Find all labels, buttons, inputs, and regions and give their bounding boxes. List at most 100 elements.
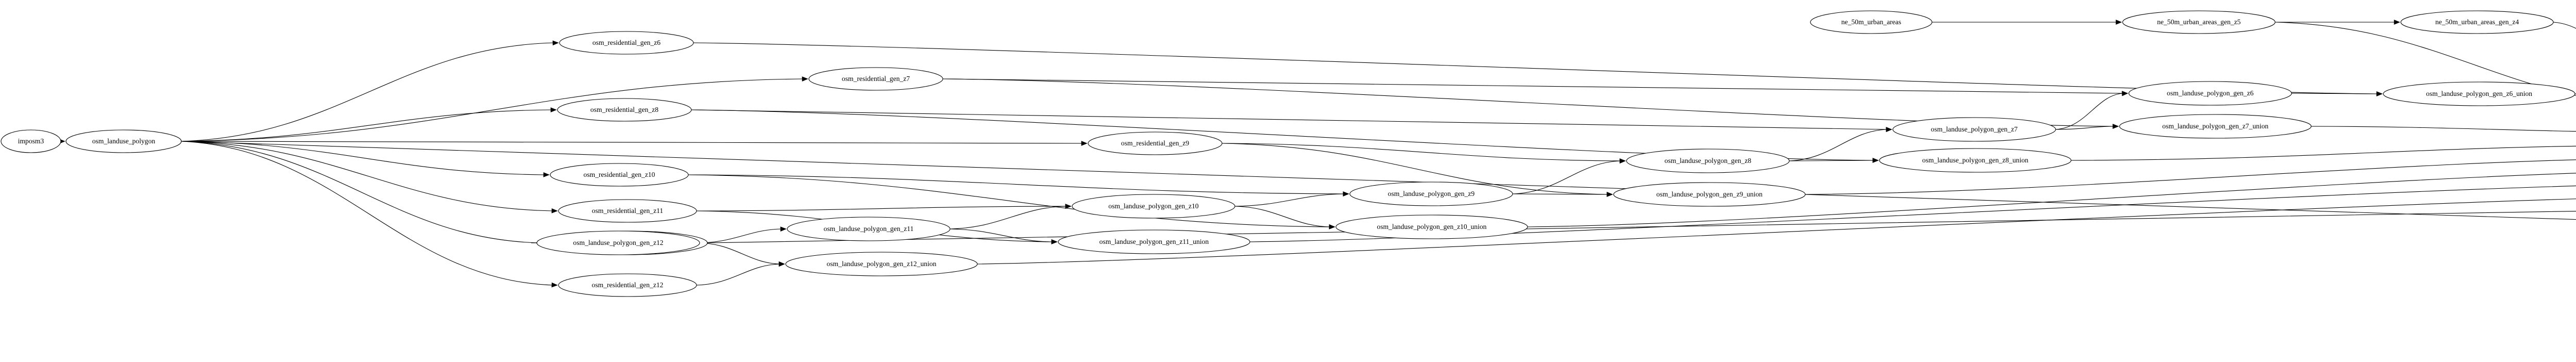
edge-osm_landuse_polygon_gen_z10_union-to-layer_landuse-z10: [1527, 173, 2576, 227]
edge-osm_residential_gen_z12-to-osm_landuse_polygon_gen_z12_union: [696, 264, 781, 286]
node-shape-ellipse: [808, 67, 943, 91]
node-osm_landuse_polygon_gen_z8[interactable]: osm_landuse_polygon_gen_z8: [1626, 149, 1790, 173]
node-label-osm_landuse_polygon_gen_z12: osm_landuse_polygon_gen_z12: [573, 239, 663, 246]
node-osm_landuse_polygon[interactable]: osm_landuse_polygon: [65, 129, 182, 153]
edge-osm_landuse_polygon-to-osm_residential_gen_z11: [181, 141, 553, 211]
node-osm_landuse_polygon_gen_z9[interactable]: osm_landuse_polygon_gen_z9: [1349, 182, 1513, 206]
node-osm_landuse_polygon_gen_z10[interactable]: osm_landuse_polygon_gen_z10: [1072, 194, 1235, 219]
node-shape-ellipse: [1088, 131, 1223, 155]
edge-arrowhead: [551, 208, 558, 213]
node-label-osm_landuse_polygon_gen_z7_union: osm_landuse_polygon_gen_z7_union: [2162, 122, 2268, 130]
edge-arrowhead: [551, 282, 558, 288]
node-label-osm_residential_gen_z7: osm_residential_gen_z7: [842, 75, 910, 83]
node-osm_residential_gen_z11[interactable]: osm_residential_gen_z11: [558, 199, 697, 223]
edge-arrowhead: [802, 76, 808, 81]
edge-arrowhead: [778, 261, 785, 267]
node-imposm3[interactable]: imposm3: [1, 129, 61, 153]
node-label-osm_landuse_polygon_gen_z9: osm_landuse_polygon_gen_z9: [1388, 190, 1475, 198]
edge-ne_50m_urban_areas_gen_z4-to-layer_landuse-z4: [2553, 22, 2576, 29]
edge-osm_landuse_polygon_gen_z11-to-osm_landuse_polygon_gen_z10: [950, 206, 1067, 229]
edge-osm_landuse_polygon-to-osm_landuse_polygon_gen_z13: [181, 141, 539, 243]
node-osm_landuse_polygon_gen_z12[interactable]: osm_landuse_polygon_gen_z12: [536, 231, 700, 255]
node-shape-ellipse: [550, 163, 689, 187]
node-osm_residential_gen_z10[interactable]: osm_residential_gen_z10: [550, 163, 689, 187]
edge-osm_landuse_polygon_gen_z12_union-to-layer_landuse-z12: [977, 199, 2576, 265]
node-osm_residential_gen_z9[interactable]: osm_residential_gen_z9: [1088, 131, 1223, 155]
edge-arrowhead: [1081, 141, 1088, 146]
edge-osm_landuse_polygon_gen_z10-to-osm_landuse_polygon_gen_z10_union: [1234, 206, 1331, 227]
node-shape-ellipse: [558, 273, 697, 297]
node-osm_landuse_polygon_gen_z11_union[interactable]: osm_landuse_polygon_gen_z11_union: [1058, 229, 1250, 254]
node-label-osm_landuse_polygon_gen_z6_union: osm_landuse_polygon_gen_z6_union: [2426, 90, 2532, 97]
node-label-osm_landuse_polygon_gen_z7: osm_landuse_polygon_gen_z7: [1931, 125, 2018, 133]
node-shape-ellipse: [557, 98, 692, 122]
node-label-osm_landuse_polygon_gen_z6: osm_landuse_polygon_gen_z6: [2167, 89, 2254, 97]
edge-osm_landuse_polygon_gen_z13-to-layer_landuse-z13: [707, 210, 2576, 243]
edge-arrowhead: [1886, 127, 1892, 132]
node-shape-ellipse: [1, 129, 61, 153]
edge-arrowhead: [1343, 191, 1349, 196]
node-label-osm_residential_gen_z10: osm_residential_gen_z10: [584, 171, 655, 178]
node-ne_50m_urban_areas_gen_z4[interactable]: ne_50m_urban_areas_gen_z4: [2400, 10, 2554, 34]
edge-arrowhead: [552, 40, 559, 46]
node-label-osm_residential_gen_z6: osm_residential_gen_z6: [592, 39, 660, 46]
edge-osm_landuse_polygon_gen_z11-to-osm_landuse_polygon_gen_z11_union: [950, 228, 1053, 242]
node-label-osm_landuse_polygon_gen_z9_union: osm_landuse_polygon_gen_z9_union: [1656, 190, 1762, 198]
node-shape-ellipse: [785, 252, 978, 276]
node-shape-ellipse: [2128, 81, 2292, 106]
edge-arrowhead: [550, 107, 557, 112]
node-label-osm_landuse_polygon_gen_z12_union: osm_landuse_polygon_gen_z12_union: [827, 260, 937, 268]
edge-osm_landuse_polygon_gen_z7_union-to-layer_landuse-z7: [2311, 126, 2576, 132]
edge-arrowhead: [1606, 192, 1613, 197]
node-osm_residential_gen_z7[interactable]: osm_residential_gen_z7: [808, 67, 943, 91]
node-label-osm_landuse_polygon_gen_z11_union: osm_landuse_polygon_gen_z11_union: [1099, 238, 1209, 245]
node-shape-ellipse: [787, 217, 951, 241]
edge-arrowhead: [1619, 158, 1626, 163]
edge-osm_landuse_polygon_gen_z8_union-to-layer_landuse-z8: [2071, 145, 2576, 161]
edge-arrowhead: [1329, 224, 1335, 229]
node-label-osm_landuse_polygon_gen_z10: osm_landuse_polygon_gen_z10: [1108, 202, 1198, 210]
node-osm_landuse_polygon_gen_z7_union[interactable]: osm_landuse_polygon_gen_z7_union: [2119, 114, 2312, 139]
edge-osm_landuse_polygon_gen_z7-to-osm_landuse_polygon_gen_z6: [2055, 93, 2124, 130]
edge-arrowhead: [780, 226, 787, 232]
edge-arrowhead: [2376, 91, 2383, 96]
node-shape-ellipse: [1072, 194, 1235, 219]
node-ne_50m_urban_areas[interactable]: ne_50m_urban_areas: [1810, 10, 1933, 34]
node-osm_residential_gen_z8[interactable]: osm_residential_gen_z8: [557, 98, 692, 122]
edge-osm_residential_gen_z10-to-osm_landuse_polygon_gen_z9: [688, 174, 1345, 194]
node-osm_landuse_polygon_gen_z11[interactable]: osm_landuse_polygon_gen_z11: [787, 217, 951, 241]
node-shape-ellipse: [2122, 10, 2276, 34]
node-osm_landuse_polygon_gen_z7[interactable]: osm_landuse_polygon_gen_z7: [1892, 117, 2056, 142]
node-osm_residential_gen_z6[interactable]: osm_residential_gen_z6: [559, 31, 694, 55]
edge-osm_landuse_polygon_gen_z8-to-osm_landuse_polygon_gen_z7: [1789, 129, 1888, 161]
edge-osm_residential_gen_z9-to-osm_landuse_polygon_gen_z8: [1222, 143, 1621, 161]
edge-arrowhead: [1051, 239, 1058, 244]
node-ne_50m_urban_areas_gen_z5[interactable]: ne_50m_urban_areas_gen_z5: [2122, 10, 2276, 34]
edge-layer: [59, 20, 2576, 288]
node-label-osm_landuse_polygon: osm_landuse_polygon: [92, 137, 156, 145]
edge-ne_50m_urban_areas_gen_z5-to-layer_landuse-z5: [2275, 22, 2576, 96]
edge-osm_landuse_polygon-to-osm_residential_gen_z6: [181, 42, 554, 142]
edge-arrowhead: [543, 172, 550, 177]
node-osm_landuse_polygon_gen_z9_union[interactable]: osm_landuse_polygon_gen_z9_union: [1613, 182, 1806, 207]
node-osm_landuse_polygon_gen_z12_union[interactable]: osm_landuse_polygon_gen_z12_union: [785, 252, 978, 276]
edge-osm_landuse_polygon-to-osm_residential_gen_z7: [181, 78, 804, 142]
node-osm_landuse_polygon_gen_z8_union[interactable]: osm_landuse_polygon_gen_z8_union: [1879, 148, 2072, 173]
edge-arrowhead: [1065, 204, 1072, 209]
node-osm_landuse_polygon_gen_z6[interactable]: osm_landuse_polygon_gen_z6: [2128, 81, 2292, 106]
node-osm_landuse_polygon_gen_z10_union[interactable]: osm_landuse_polygon_gen_z10_union: [1335, 215, 1528, 239]
node-shape-ellipse: [1879, 148, 2072, 173]
node-shape-ellipse: [1058, 229, 1250, 254]
node-label-osm_landuse_polygon_gen_z11: osm_landuse_polygon_gen_z11: [824, 225, 914, 233]
node-shape-ellipse: [1626, 149, 1790, 173]
node-osm_landuse_polygon_gen_z6_union[interactable]: osm_landuse_polygon_gen_z6_union: [2383, 81, 2575, 106]
edge-osm_residential_gen_z8-to-osm_landuse_polygon_gen_z7: [691, 109, 1888, 130]
node-layer: imposm3 osm_landuse_polygon osm_residentia…: [1, 10, 2575, 297]
edge-osm_residential_gen_z11-to-osm_landuse_polygon_gen_z10: [696, 206, 1067, 211]
edge-arrowhead: [1872, 158, 1879, 163]
edge-osm_landuse_polygon-to-osm_residential_gen_z9: [181, 141, 1083, 144]
node-osm_residential_gen_z12[interactable]: osm_residential_gen_z12: [558, 273, 697, 297]
edge-osm_residential_gen_z10-to-osm_landuse_polygon_gen_z10_union: [688, 174, 1331, 227]
node-label-osm_residential_gen_z11: osm_residential_gen_z11: [592, 207, 663, 215]
